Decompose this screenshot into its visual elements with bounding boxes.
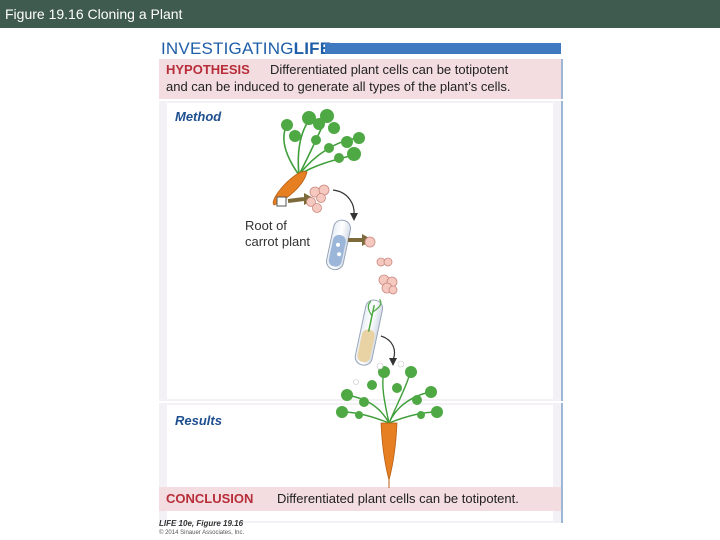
root-label-line1: Root of bbox=[245, 218, 287, 233]
figure-panel: INVESTIGATINGLIFE HYPOTHESIS Differentia… bbox=[159, 40, 563, 523]
investigating-life-banner: INVESTIGATINGLIFE bbox=[159, 40, 563, 58]
cells-cluster-1 bbox=[306, 184, 330, 213]
dividing-cells bbox=[376, 257, 398, 295]
title-bar: Figure 19.16 Cloning a Plant bbox=[0, 0, 720, 28]
test-tube-1 bbox=[325, 219, 352, 271]
credit-line-1: LIFE 10e, Figure 19.16 bbox=[159, 519, 244, 528]
hypothesis-text-line1: Differentiated plant cells can be totipo… bbox=[270, 62, 509, 77]
cloning-illustration bbox=[272, 109, 443, 488]
conclusion-box: CONCLUSION Differentiated plant cells ca… bbox=[159, 487, 563, 511]
single-cell bbox=[364, 236, 376, 248]
carrot-root-result bbox=[380, 422, 398, 482]
hypothesis-box: HYPOTHESIS Differentiated plant cells ca… bbox=[159, 59, 563, 99]
test-tube-2 bbox=[354, 298, 384, 366]
banner-investigating: INVESTIGATING bbox=[161, 39, 294, 58]
banner-life: LIFE bbox=[293, 39, 332, 58]
conclusion-label: CONCLUSION bbox=[166, 491, 254, 506]
slide-title: Figure 19.16 Cloning a Plant bbox=[5, 6, 183, 22]
conclusion-text: Differentiated plant cells can be totipo… bbox=[277, 491, 519, 506]
curved-arrow-icon-2 bbox=[389, 358, 397, 366]
root-label-line2: carrot plant bbox=[245, 234, 311, 249]
method-label: Method bbox=[175, 109, 222, 124]
sample-square bbox=[276, 196, 287, 207]
hypothesis-label: HYPOTHESIS bbox=[166, 62, 250, 77]
hypothesis-text-line2: and can be induced to generate all types… bbox=[166, 79, 511, 94]
results-label: Results bbox=[175, 413, 222, 428]
banner-bar bbox=[325, 43, 561, 54]
root-of-carrot-label: Root of carrot plant bbox=[245, 218, 310, 250]
curved-arrow-icon bbox=[350, 213, 358, 221]
credit-line-2: © 2014 Sinauer Associates, Inc. bbox=[159, 530, 245, 536]
